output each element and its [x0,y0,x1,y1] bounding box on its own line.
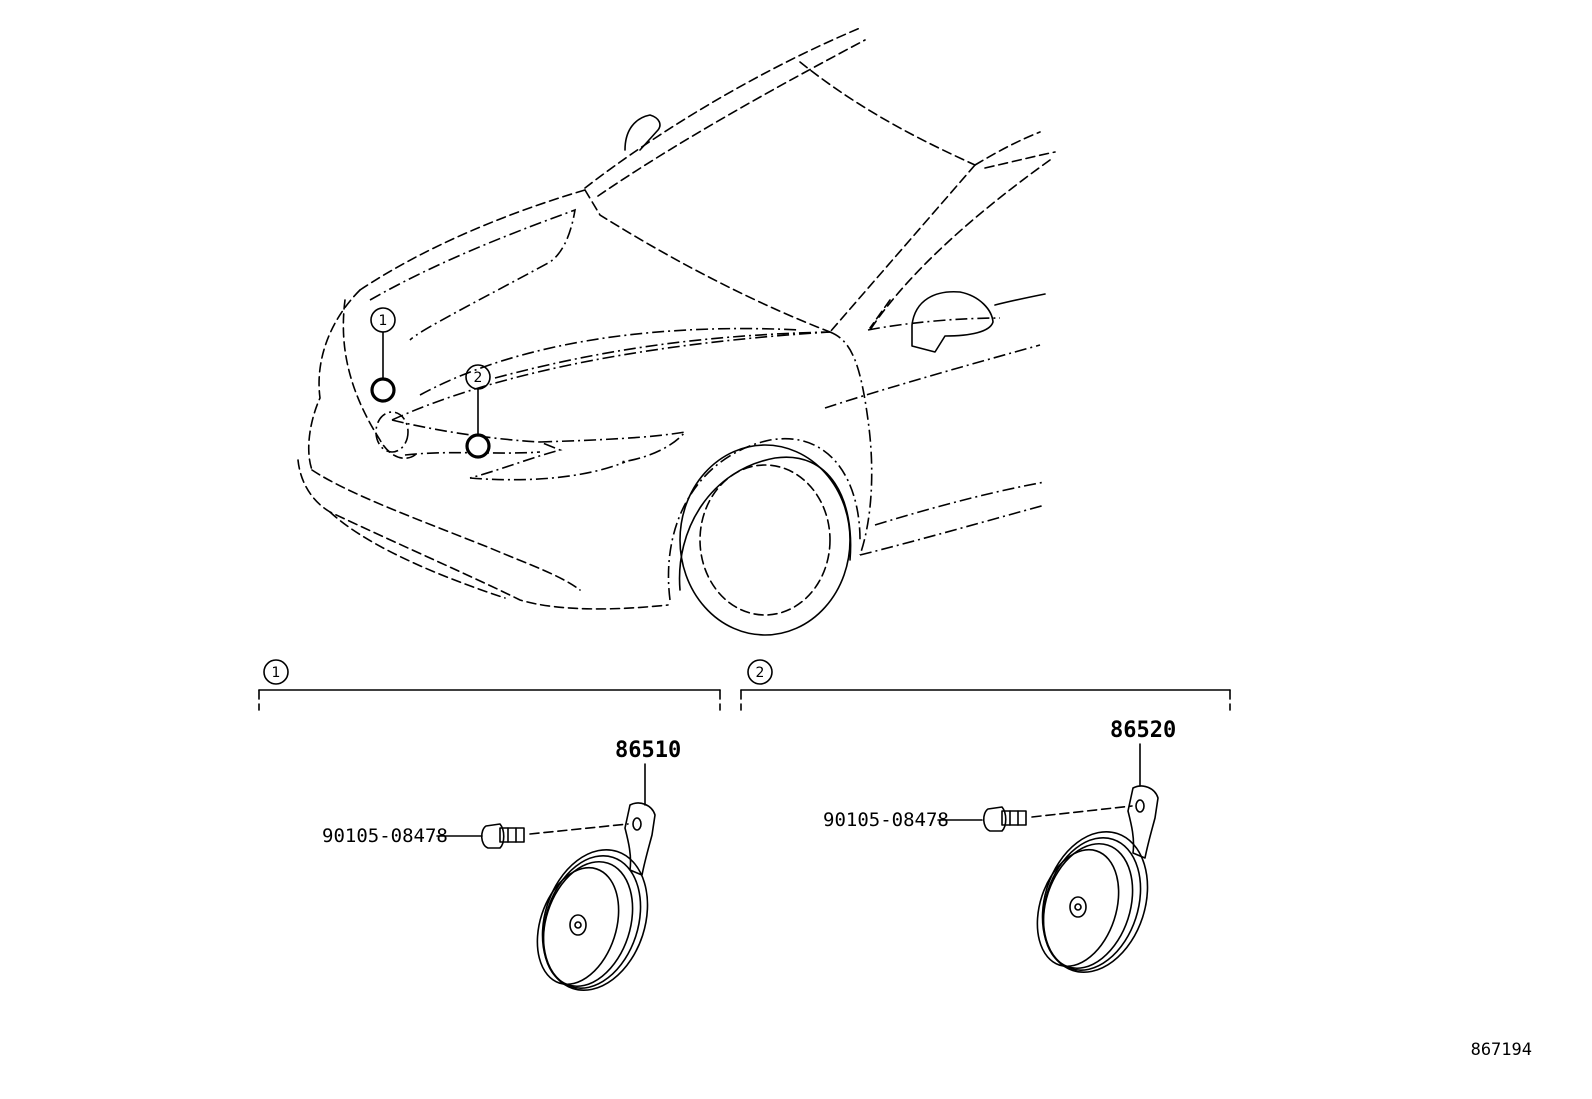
section-1-number: 1 [272,665,281,681]
bolt-part-number-1: 90105-08478 [322,825,448,847]
horn-location-marker-1 [370,377,396,403]
bolt-90105-08478-2: 90105-08478 [823,805,1133,832]
horn-86510 [536,802,656,991]
car-outline [297,27,1056,636]
horn-86520 [1036,785,1159,973]
horn-part-number-86510: 86510 [615,738,681,763]
callout-2: 2 [465,364,491,459]
callout-2-label: 2 [474,370,483,386]
section-2: 2 86520 90105-08478 [740,659,1231,973]
section-2-number: 2 [756,665,765,681]
callout-1: 1 [370,307,396,403]
bolt-part-number-2: 90105-08478 [823,809,949,831]
horn-location-marker-2 [465,433,491,459]
bolt-90105-08478-1: 90105-08478 [322,823,629,849]
reference-number: 867194 [1471,1040,1532,1060]
horn-part-number-86520: 86520 [1110,718,1176,743]
callout-1-label: 1 [379,313,388,329]
section-1: 1 86510 90105-08478 [258,659,721,991]
